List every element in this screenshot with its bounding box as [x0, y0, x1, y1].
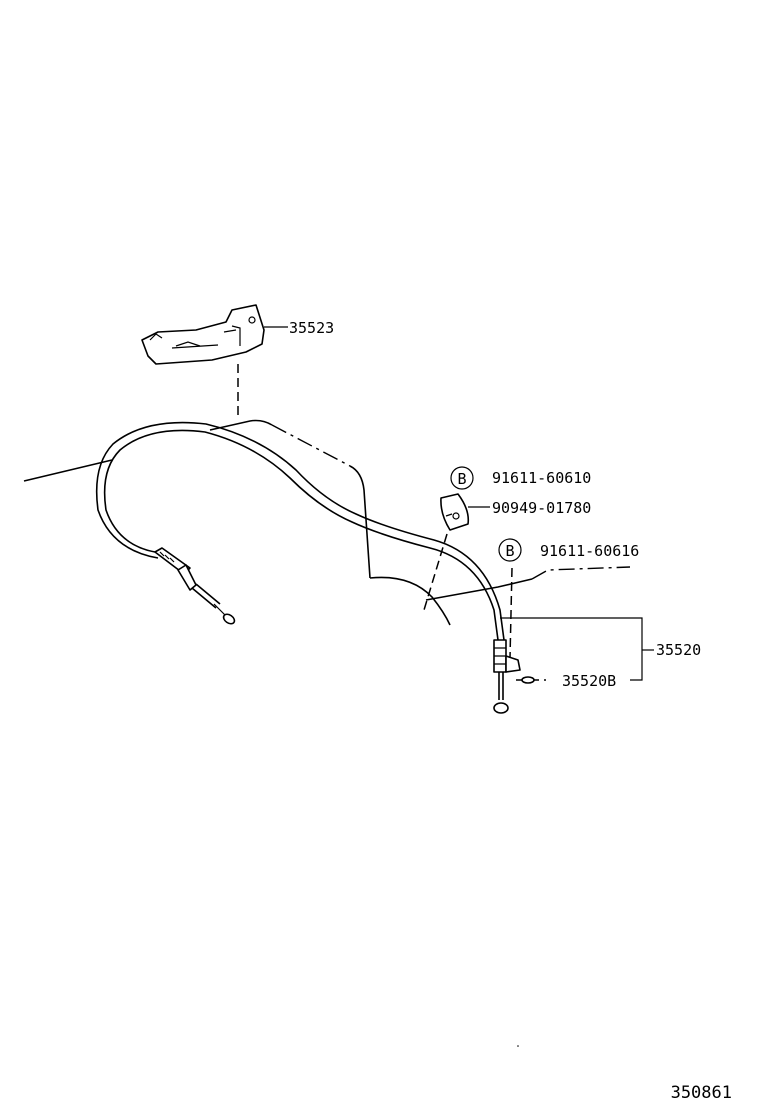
parking-brake-cable [95, 421, 505, 641]
label-90949-01780: 90949-01780 [492, 499, 591, 517]
bolt-symbol-bottom-text: B [505, 542, 514, 560]
bolt-symbol-top: B [450, 466, 474, 490]
diagram-number: 350861 [671, 1083, 732, 1103]
cable-end-right [493, 639, 521, 714]
pin-part [521, 676, 535, 684]
bracket-part [141, 304, 265, 365]
body-outline [23, 419, 631, 626]
bolt-symbol-bottom: B [498, 538, 522, 562]
label-35520B: 35520B [562, 672, 616, 690]
bolt-symbol-top-text: B [457, 470, 466, 488]
leader-lines [264, 326, 654, 681]
label-35520: 35520 [656, 641, 701, 659]
label-91611-60616: 91611-60616 [540, 542, 639, 560]
speck [517, 1045, 519, 1047]
clamp-part [440, 493, 470, 531]
install-lines [237, 364, 546, 681]
cable-end-left [154, 547, 236, 625]
label-35523: 35523 [289, 319, 334, 337]
label-91611-60610: 91611-60610 [492, 469, 591, 487]
